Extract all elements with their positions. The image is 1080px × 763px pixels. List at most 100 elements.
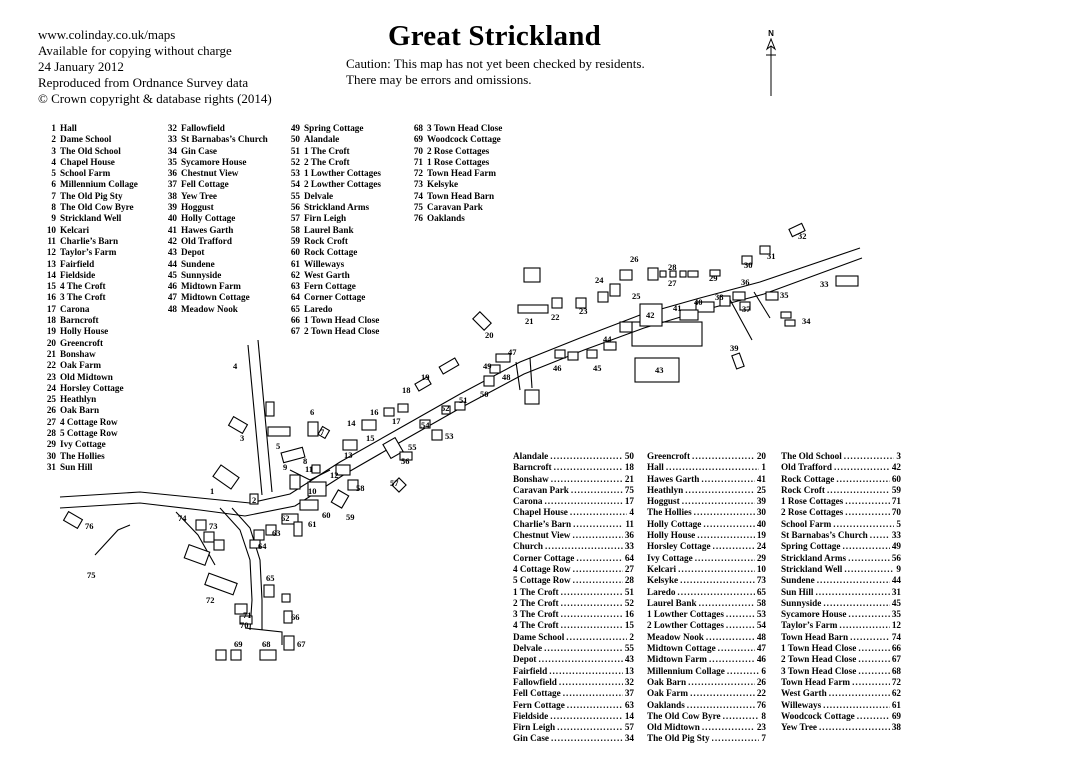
map-label-51: 51 xyxy=(459,395,468,405)
legend-number: 37 xyxy=(167,179,177,190)
legend-name: Chapel House xyxy=(60,156,115,167)
index-item: 2 Rose Cottages.........................… xyxy=(781,507,901,518)
index-name: Yew Tree xyxy=(781,722,817,733)
legend-name: The Old School xyxy=(60,145,121,156)
map-label-42: 42 xyxy=(646,310,655,320)
index-name: Kelcari xyxy=(647,563,677,574)
index-name: Delvale xyxy=(513,643,543,654)
index-leader: .............................. xyxy=(538,654,622,665)
legend-name: Holly House xyxy=(60,326,109,337)
index-item: Rock Cottage............................… xyxy=(781,474,901,485)
index-leader: .............................. xyxy=(665,462,760,473)
index-name: Spring Cottage xyxy=(781,541,841,552)
index-leader: .............................. xyxy=(544,496,622,507)
map-label-59: 59 xyxy=(346,512,355,522)
legend-item: 25 Heathlyn xyxy=(40,394,138,405)
index-item: Dame School.............................… xyxy=(513,632,634,643)
map-label-66: 66 xyxy=(291,612,300,622)
map-label-64: 64 xyxy=(258,541,267,551)
map-label-63: 63 xyxy=(272,528,281,538)
index-name: Church xyxy=(513,541,543,552)
index-number: 71 xyxy=(891,496,901,507)
index-number: 40 xyxy=(756,518,766,529)
legend-name: 1 The Croft xyxy=(304,145,350,156)
index-name: Sunnyside xyxy=(781,597,822,608)
legend-name: Fell Cottage xyxy=(181,179,229,190)
index-leader: .............................. xyxy=(845,496,890,507)
index-number: 12 xyxy=(891,620,901,631)
legend-name: 1 Lowther Cottages xyxy=(304,168,381,179)
index-leader: .............................. xyxy=(725,609,755,620)
legend-name: Town Head Barn xyxy=(427,190,495,201)
index-name: Barncroft xyxy=(513,462,552,473)
index-name: Holly House xyxy=(647,530,696,541)
legend-name: Strickland Arms xyxy=(304,202,370,213)
legend-number: 75 xyxy=(413,202,423,213)
map-label-45: 45 xyxy=(593,363,602,373)
index-name: Depot xyxy=(513,654,537,665)
index-item: Sunnyside..............................4… xyxy=(781,598,901,609)
index-leader: .............................. xyxy=(566,631,627,642)
index-number: 7 xyxy=(761,733,766,744)
index-leader: .............................. xyxy=(823,699,890,710)
index-item: Sun Hill..............................31 xyxy=(781,587,901,598)
index-leader: .............................. xyxy=(680,575,755,586)
index-item: 2 Lowther Cottages......................… xyxy=(647,620,766,631)
legend-number: 64 xyxy=(290,292,300,303)
legend-number: 14 xyxy=(46,269,56,280)
legend-name: 1 Town Head Close xyxy=(304,315,380,326)
index-name: Sundene xyxy=(781,575,815,586)
legend-number: 71 xyxy=(413,156,423,167)
legend-name: Heathlyn xyxy=(60,394,97,405)
legend-name: The Old Pig Sty xyxy=(60,190,123,201)
index-name: Charlie’s Barn xyxy=(513,518,572,529)
legend-name: 2 The Croft xyxy=(304,156,350,167)
index-name: Fallowfield xyxy=(513,676,557,687)
index-leader: .............................. xyxy=(858,643,890,654)
index-item: Kelcari..............................10 xyxy=(647,564,766,575)
index-item: Corner Cottage..........................… xyxy=(513,553,634,564)
index-number: 29 xyxy=(756,552,766,563)
index-leader: .............................. xyxy=(848,552,890,563)
map-label-55: 55 xyxy=(408,442,417,452)
index-name: Dame School xyxy=(513,631,565,642)
index-item: Depot..............................43 xyxy=(513,654,634,665)
legend-name: Woodcock Cottage xyxy=(427,134,501,145)
legend-name: Holly Cottage xyxy=(181,213,236,224)
index-number: 54 xyxy=(756,620,766,631)
legend-name: Greencroft xyxy=(60,337,104,348)
index-leader: .............................. xyxy=(694,552,755,563)
index-item: 1 Lowther Cottages......................… xyxy=(647,609,766,620)
credit-line: Reproduced from Ordnance Survey data xyxy=(38,75,249,90)
index-number: 62 xyxy=(891,688,901,699)
legend-number: 62 xyxy=(290,269,300,280)
legend-number: 25 xyxy=(46,394,56,405)
legend-name: Old Trafford xyxy=(181,235,232,246)
map-label-40: 40 xyxy=(694,297,703,307)
index-item: Oak Barn..............................26 xyxy=(647,677,766,688)
index-leader: .............................. xyxy=(562,688,623,699)
index-item: Hoggust..............................39 xyxy=(647,496,766,507)
map-label-25: 25 xyxy=(632,291,641,301)
index-number: 66 xyxy=(891,643,901,654)
index-number: 43 xyxy=(624,654,634,665)
legend-number: 10 xyxy=(46,224,56,235)
index-name: Fieldside xyxy=(513,710,549,721)
map-label-54: 54 xyxy=(421,420,430,430)
legend-name: Yew Tree xyxy=(181,190,217,201)
legend-name: 4 The Croft xyxy=(60,281,106,292)
